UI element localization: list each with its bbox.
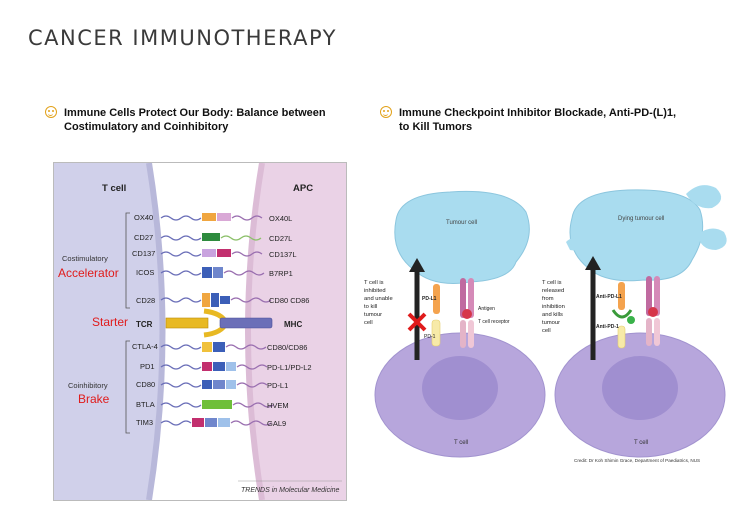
brake-label: Brake <box>78 392 110 406</box>
label-right-released_text-0: T cell is <box>542 280 562 286</box>
label-left-coinhib_rows-1-right: PD-L1/PD-L2 <box>267 363 312 372</box>
left-caption: Immune Cells Protect Our Body: Balance b… <box>45 106 354 134</box>
t-cell-receptor-label: T cell receptor <box>478 319 510 325</box>
left-credit: TRENDS in Molecular Medicine <box>241 487 340 494</box>
antigen-label: Antigen <box>478 306 495 312</box>
smiley-icon <box>45 106 57 118</box>
tcr-label: TCR <box>136 320 153 329</box>
costim-row: OX40 OX40L <box>134 213 292 223</box>
costim-row: CD137 CD137L <box>132 249 297 259</box>
apc-label: APC <box>293 183 313 194</box>
coinhib-row: CD80 PD-L1 <box>136 380 288 390</box>
starter-label: Starter <box>92 315 128 329</box>
t-cell-nucleus <box>602 356 678 420</box>
label-left-costim_rows-2-left: CD137 <box>132 249 155 258</box>
label-right-inhibited_text-0: T cell is <box>364 280 384 286</box>
label-left-coinhib_rows-0-left: CTLA-4 <box>132 342 158 351</box>
right-credit: Credit: Dr Koh Shimin Grace, Department … <box>574 458 700 463</box>
label-left-coinhib_rows-4-right: GAL9 <box>267 419 286 428</box>
label-left-costim_rows-3-left: ICOS <box>136 268 154 277</box>
coinhib-row: PD1 PD-L1/PD-L2 <box>140 362 312 372</box>
mhc-label: MHC <box>284 320 302 329</box>
inhibited-text: T cell is inhibited and unable to kill t… <box>364 280 393 326</box>
label-left-costim_rows-2-right: CD137L <box>269 250 297 259</box>
label-left-costim_rows-0-right: OX40L <box>269 214 292 223</box>
label-right-released_text-3: inhibition <box>542 304 565 310</box>
t-cell-label: T cell <box>634 440 648 446</box>
anti-pd-l1-label: Anti-PD-L1 <box>596 294 622 300</box>
label-right-released_text-1: released <box>542 288 564 294</box>
t-cell-nucleus <box>422 356 498 420</box>
label-left-costim_rows-1-left: CD27 <box>134 233 153 242</box>
cross-icon <box>407 312 427 332</box>
coinhib-row: CTLA-4 CD80/CD86 <box>132 342 307 352</box>
label-left-costim_rows-0-left: OX40 <box>134 213 153 222</box>
label-left-coinhib_rows-3-left: BTLA <box>136 400 155 409</box>
t-cell-label: T cell <box>454 440 468 446</box>
label-left-coinhib_rows-4-left: TIM3 <box>136 418 153 427</box>
label-right-inhibited_text-1: inhibited <box>364 288 386 294</box>
costimulatory-label: Costimulatory <box>62 254 108 263</box>
label-left-coinhib_rows-0-right: CD80/CD86 <box>267 343 307 352</box>
tumour-fragment <box>566 238 582 251</box>
label-left-costim_rows-4-left: CD28 <box>136 296 155 305</box>
pd-1-protein <box>431 319 441 347</box>
arrow-up-icon <box>585 256 601 270</box>
dying-tumour-cell-label: Dying tumour cell <box>618 216 664 222</box>
released-text: T cell is released from inhibition and k… <box>542 280 565 334</box>
right-caption-line1: Immune Checkpoint Inhibitor Blockade, An… <box>399 107 677 119</box>
pd-l1-protein <box>433 284 440 314</box>
anti-pd-l1-antibody <box>611 309 633 319</box>
label-left-costim_rows-4-right: CD80 CD86 <box>269 296 309 305</box>
coinhibitory-label: Coinhibitory <box>68 381 108 390</box>
label-left-costim_rows-1-right: CD27L <box>269 234 292 243</box>
pd-l1-label: PD-L1 <box>422 296 437 302</box>
page-title: CANCER IMMUNOTHERAPY <box>28 26 337 50</box>
accelerator-label: Accelerator <box>58 266 119 280</box>
right-caption-line2: to Kill Tumors <box>399 121 473 133</box>
costim-row: ICOS B7RP1 <box>136 267 293 278</box>
coinhib-row: TIM3 GAL9 <box>136 418 286 428</box>
label-right-released_text-5: tumour <box>542 320 560 326</box>
label-left-coinhib_rows-1-left: PD1 <box>140 362 155 371</box>
t-cell-membrane <box>54 163 163 500</box>
right-caption: Immune Checkpoint Inhibitor Blockade, An… <box>380 106 719 134</box>
apc-membrane <box>248 163 346 500</box>
label-right-inhibited_text-4: tumour <box>364 312 382 318</box>
left-caption-line2: Costimulatory and Coinhibitory <box>64 121 229 133</box>
t-cell-label: T cell <box>102 183 126 194</box>
label-right-inhibited_text-2: and unable <box>364 296 393 302</box>
arrow-up-icon <box>409 258 425 272</box>
label-left-costim_rows-3-right: B7RP1 <box>269 269 293 278</box>
costim-coinhib-diagram: T cell APC Costimulatory Accelerator Sta… <box>53 162 347 501</box>
label-right-released_text-2: from <box>542 296 554 302</box>
label-left-coinhib_rows-3-right: HVEM <box>267 401 289 410</box>
label-right-inhibited_text-3: to kill <box>364 304 377 310</box>
left-caption-line1: Immune Cells Protect Our Body: Balance b… <box>64 107 326 119</box>
label-right-released_text-6: cell <box>542 328 551 334</box>
tcr-receptor <box>165 317 209 329</box>
pd-1-label: PD-1 <box>424 334 436 340</box>
tumour-fragment <box>686 185 722 209</box>
smiley-icon <box>380 106 392 118</box>
checkpoint-blockade-diagram: Tumour cell T cell T cell is inhibited a… <box>360 180 740 480</box>
coinhib-row: BTLA HVEM <box>136 400 289 410</box>
label-left-coinhib_rows-2-right: PD-L1 <box>267 381 288 390</box>
label-left-coinhib_rows-2-left: CD80 <box>136 380 155 389</box>
mhc-molecule <box>219 317 273 329</box>
costim-row: CD28 CD80 CD86 <box>136 293 309 307</box>
costim-row: CD27 CD27L <box>134 233 292 243</box>
anti-pd-1-label: Anti-PD-1 <box>596 324 619 330</box>
label-right-released_text-4: and kills <box>542 312 563 318</box>
tumour-cell-label: Tumour cell <box>446 220 477 226</box>
label-right-inhibited_text-5: cell <box>364 320 373 326</box>
tumour-fragment <box>698 228 727 250</box>
